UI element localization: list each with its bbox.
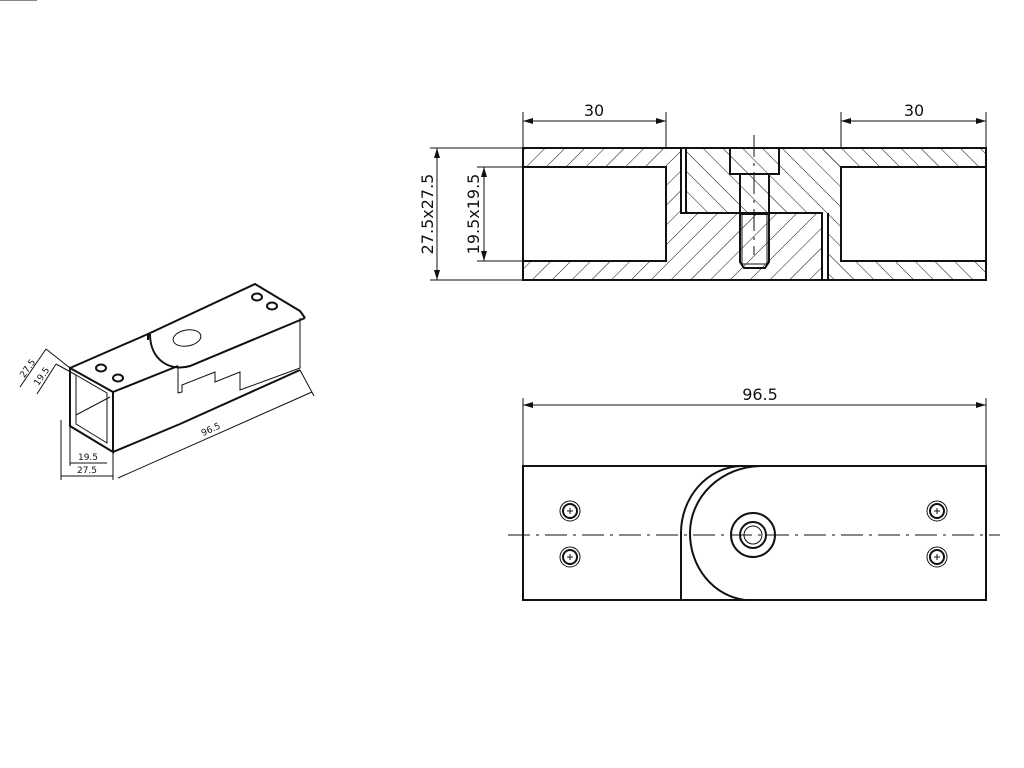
iso-dimension-outer-height: 27.5 [0,0,71,388]
iso-dimension-inner-width: 19.5 [69,426,107,466]
hatch-left-bottom [523,261,681,280]
hatch-right-bottom [828,261,986,280]
dimension-label: 27.5x27.5 [418,174,437,255]
dimension-label: 30 [584,101,604,120]
mounting-holes [559,500,948,568]
section-view: 30 30 27.5x27.5 19.5x19.5 [418,101,987,281]
dimension-label: 19.5 [78,453,98,463]
iso-dimension-outer-width: 27.5 [60,420,114,480]
hatch-left-web [666,167,681,261]
lug-outer-arc [679,465,741,600]
isometric-view: 27.5 19.5 19.5 27.5 96.5 [0,0,315,480]
dimension-total-length: 96.5 [522,385,987,466]
hatch-upper-block [686,148,841,213]
plan-view: 96.5 [508,385,1000,601]
dimension-label: 27.5 [77,466,97,476]
left-cavity [522,166,667,262]
dimension-right-30: 30 [840,101,987,148]
dimension-left-30: 30 [522,101,667,148]
right-cavity [840,166,987,262]
bolt-head-top [730,512,776,558]
plan-outline [522,465,987,601]
iso-dimension-length: 96.5 [117,369,315,479]
dimension-label: 19.5x19.5 [464,174,483,255]
dimension-label: 30 [904,101,924,120]
dimension-label: 96.5 [742,385,778,404]
dimension-inner-section: 19.5x19.5 [464,166,523,262]
hatch-right-web [828,213,841,261]
hatch-lower-block [681,213,822,280]
dimension-label: 19.5 [33,366,53,388]
hatch-left-top [523,148,681,167]
lug-arc [688,465,761,601]
dimension-outer-section: 27.5x27.5 [418,147,523,281]
bolt [729,135,780,269]
hatch-right-top [822,148,986,167]
